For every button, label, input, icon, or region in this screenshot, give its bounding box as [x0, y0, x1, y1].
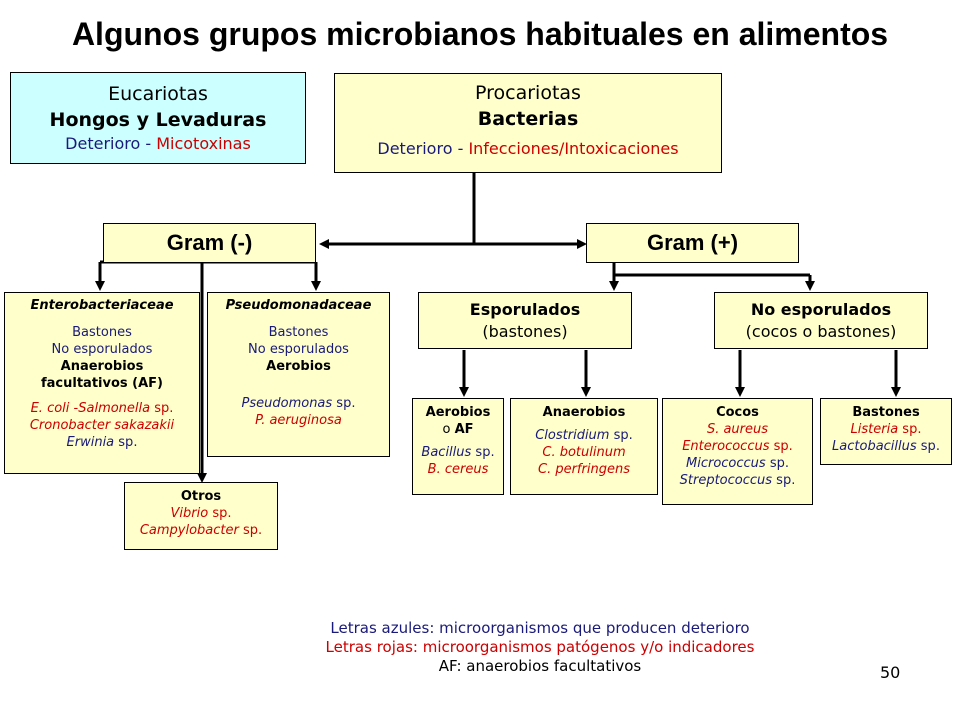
anaerobios-example-2: C. botulinum: [542, 445, 626, 460]
aerobios-name-2: o AF: [413, 421, 503, 438]
bastones-example-2: Lactobacillus sp.: [821, 438, 951, 455]
bastones-example-1: Listeria sp.: [821, 421, 951, 438]
cocos-example-2: Enterococcus sp.: [663, 438, 812, 455]
esporulados-box: Esporulados (bastones): [418, 292, 632, 349]
aerobios-name-text: o: [442, 422, 455, 437]
aerobios-example-text: Bacillus: [421, 445, 472, 460]
cocos-example-text: Streptococcus: [679, 473, 773, 488]
aerobios-example-1: Bacillus sp.: [413, 444, 503, 461]
anaerobios-box: Anaerobios Clostridium sp. C. botulinum …: [510, 398, 658, 495]
bastones-example-text: sp.: [898, 422, 922, 437]
eucariotas-effect-value: Micotoxinas: [156, 134, 251, 153]
esporulados-name: Esporulados: [469, 300, 581, 319]
cocos-example-text: sp.: [769, 439, 793, 454]
eucariotas-box: Eucariotas Hongos y Levaduras Deterioro …: [10, 72, 306, 164]
aerobios-name-text: AF: [454, 422, 474, 437]
no-esporulados-sub: (cocos o bastones): [745, 322, 897, 341]
procariotas-box: Procariotas Bacterias Deterioro - Infecc…: [334, 73, 722, 173]
entero-example-text: Salmonella: [78, 401, 151, 416]
bastones-example-text: sp.: [916, 439, 940, 454]
otros-example-2: Campylobacter sp.: [125, 522, 277, 539]
otros-example-text: sp.: [238, 523, 263, 538]
eucariotas-effect-label: Deterioro -: [65, 134, 152, 153]
esporulados-sub: (bastones): [482, 322, 568, 341]
procariotas-effect-label: Deterioro -: [377, 139, 464, 158]
entero-example-text: Erwinia: [66, 435, 115, 450]
cocos-example-3: Micrococcus sp.: [663, 455, 812, 472]
pseudo-example-text: sp.: [332, 396, 356, 411]
entero-line: Anaerobios: [60, 359, 144, 374]
legend-red: Letras rojas: microorganismos patógenos …: [325, 638, 755, 656]
entero-example-text: sp.: [150, 401, 174, 416]
anaerobios-example-1: Clostridium sp.: [511, 427, 657, 444]
gram-negative-box: Gram (-): [103, 223, 316, 263]
cocos-box: Cocos S. aureus Enterococcus sp. Microco…: [662, 398, 813, 505]
cocos-example-text: Micrococcus: [686, 456, 766, 471]
enterobacteriaceae-box: Enterobacteriaceae Bastones No esporulad…: [4, 292, 200, 474]
anaerobios-example-3: C. perfringens: [538, 462, 630, 477]
entero-example-text: E. coli: [30, 401, 70, 416]
bastones-name: Bastones: [852, 405, 920, 420]
gram-positive-box: Gram (+): [586, 223, 799, 263]
entero-name: Enterobacteriaceae: [30, 298, 174, 313]
entero-example-text: sp.: [114, 435, 138, 450]
pseudo-example-2: P. aeruginosa: [255, 413, 342, 428]
cocos-example-text: sp.: [765, 456, 789, 471]
pseudo-name: Pseudomonadaceae: [225, 298, 372, 313]
entero-example-2: Cronobacter sakazakii: [29, 418, 175, 433]
procariotas-effect-value: Infecciones/Intoxicaciones: [468, 139, 679, 158]
pseudomonadaceae-box: Pseudomonadaceae Bastones No esporulados…: [207, 292, 390, 457]
entero-line: No esporulados: [51, 342, 153, 357]
pseudo-example-1: Pseudomonas sp.: [208, 395, 389, 412]
anaerobios-example-text: sp.: [609, 428, 633, 443]
anaerobios-name: Anaerobios: [542, 405, 626, 420]
pseudo-example-text: Pseudomonas: [241, 396, 333, 411]
aerobios-name: Aerobios: [425, 405, 491, 420]
otros-example-1: Vibrio sp.: [125, 505, 277, 522]
procariotas-group: Bacterias: [477, 108, 579, 130]
legend-blue: Letras azules: microorganismos que produ…: [330, 619, 750, 637]
entero-example-1: E. coli -Salmonella sp.: [5, 400, 199, 417]
entero-example-3: Erwinia sp.: [5, 434, 199, 451]
page-title: Algunos grupos microbianos habituales en…: [71, 16, 889, 52]
cocos-example-4: Streptococcus sp.: [663, 472, 812, 489]
anaerobios-example-text: Clostridium: [535, 428, 610, 443]
pseudo-line: Aerobios: [266, 359, 331, 374]
aerobios-box: Aerobios o AF Bacillus sp. B. cereus: [412, 398, 504, 495]
cocos-example-1: S. aureus: [706, 422, 769, 437]
aerobios-example-2: B. cereus: [427, 462, 489, 477]
otros-name: Otros: [180, 489, 222, 504]
pseudo-line: No esporulados: [248, 342, 349, 357]
eucariotas-group: Hongos y Levaduras: [49, 109, 267, 131]
bastones-example-text: Listeria: [850, 422, 899, 437]
aerobios-example-text: sp.: [471, 445, 495, 460]
gram-positive-label: Gram (+): [646, 229, 739, 255]
otros-box: Otros Vibrio sp. Campylobacter sp.: [124, 482, 278, 550]
otros-example-text: sp.: [208, 506, 232, 521]
cocos-example-text: sp.: [772, 473, 796, 488]
bastones-box: Bastones Listeria sp. Lactobacillus sp.: [820, 398, 952, 465]
procariotas-heading: Procariotas: [475, 82, 581, 104]
entero-line: facultativos (AF): [41, 376, 163, 391]
eucariotas-heading: Eucariotas: [108, 83, 208, 105]
legend: Letras azules: microorganismos que produ…: [290, 619, 790, 676]
pseudo-line: Bastones: [268, 325, 329, 340]
cocos-example-text: Enterococcus: [682, 439, 770, 454]
no-esporulados-name: No esporulados: [750, 300, 892, 319]
no-esporulados-box: No esporulados (cocos o bastones): [714, 292, 928, 349]
legend-af: AF: anaerobios facultativos: [438, 657, 642, 675]
entero-line: Bastones: [72, 325, 132, 340]
page-number: 50: [880, 663, 901, 682]
cocos-name: Cocos: [716, 405, 759, 420]
otros-example-text: Vibrio: [170, 506, 209, 521]
entero-example-text: -: [69, 401, 79, 416]
gram-negative-label: Gram (-): [166, 229, 253, 255]
otros-example-text: Campylobacter: [139, 523, 239, 538]
bastones-example-text: Lactobacillus: [832, 439, 917, 454]
